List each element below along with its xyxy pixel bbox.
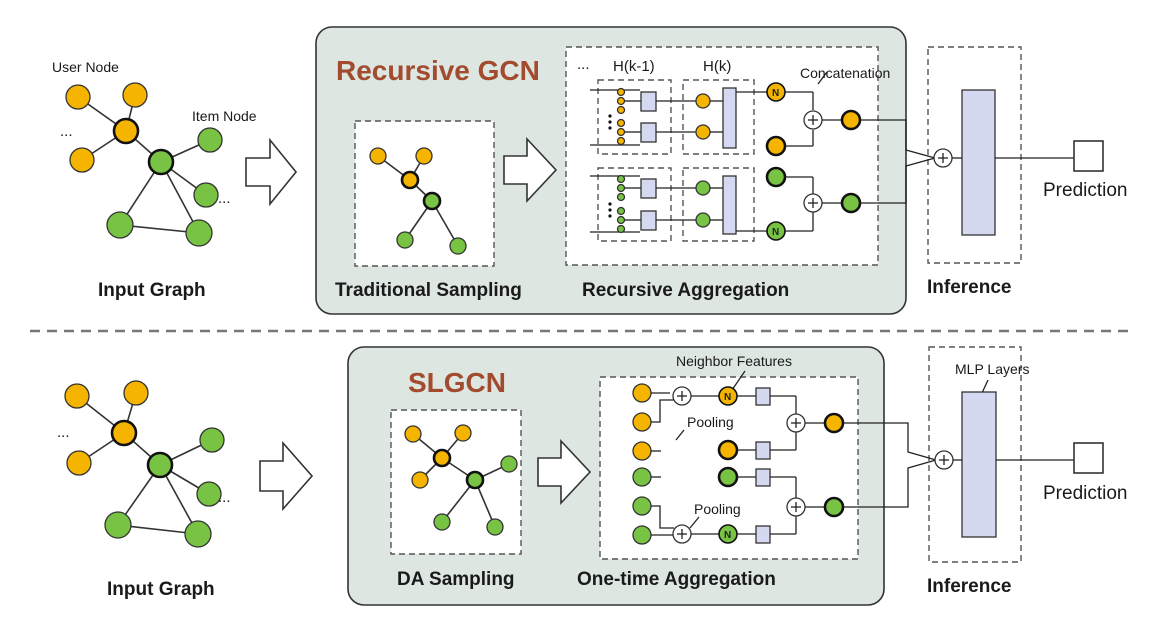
bottom-inference-box bbox=[928, 346, 1022, 563]
mlp-layer bbox=[961, 391, 997, 538]
slgcn-lower-path: N bbox=[632, 466, 845, 545]
user-node bbox=[69, 147, 95, 173]
bottom-input-graph bbox=[64, 380, 225, 548]
user-node bbox=[65, 84, 91, 110]
neighbor-features-label: Neighbor Features bbox=[676, 353, 792, 369]
user-node bbox=[122, 82, 148, 108]
mlp-layers-label: MLP Layers bbox=[955, 361, 1029, 377]
top-prediction-label: Prediction bbox=[1043, 180, 1128, 201]
one-time-aggregation-label: One-time Aggregation bbox=[577, 569, 776, 590]
svg-text:N: N bbox=[772, 227, 779, 238]
bottom-prediction-label: Prediction bbox=[1043, 483, 1128, 504]
ellipsis: ... bbox=[57, 424, 70, 441]
top-input-graph bbox=[65, 82, 223, 247]
slgcn-upper-path: N bbox=[632, 383, 845, 461]
pooling-label: Pooling bbox=[687, 414, 734, 430]
recursive-aggregation-label: Recursive Aggregation bbox=[582, 280, 789, 301]
flow-arrow bbox=[259, 440, 314, 512]
ellipsis: ... bbox=[218, 489, 231, 506]
item-node bbox=[106, 211, 134, 239]
pooling-label: Pooling bbox=[694, 501, 741, 517]
ellipsis: ... bbox=[577, 56, 590, 73]
top-input-graph-label: Input Graph bbox=[98, 280, 206, 301]
h-prev-label: H(k-1) bbox=[613, 58, 655, 75]
svg-text:N: N bbox=[724, 530, 731, 541]
svg-text:N: N bbox=[772, 88, 779, 99]
lower-aggregation-block: N bbox=[590, 166, 862, 242]
target-item-node bbox=[147, 148, 175, 176]
slgcn-title: SLGCN bbox=[408, 367, 506, 398]
h-k-label: H(k) bbox=[703, 58, 731, 75]
bottom-input-graph-label: Input Graph bbox=[107, 579, 215, 600]
concatenation-label: Concatenation bbox=[800, 65, 890, 81]
ellipsis: ... bbox=[60, 123, 73, 140]
traditional-sampling-label: Traditional Sampling bbox=[335, 280, 522, 301]
flow-arrow bbox=[503, 136, 558, 204]
ellipsis: ... bbox=[218, 190, 231, 207]
target-user-node bbox=[112, 117, 140, 145]
flow-arrow bbox=[245, 137, 298, 207]
bottom-inference-label: Inference bbox=[927, 576, 1011, 597]
top-inference-box bbox=[927, 46, 1022, 264]
user-node-label: User Node bbox=[52, 59, 119, 75]
prediction-output bbox=[1073, 442, 1104, 474]
da-sampled-subgraph bbox=[404, 424, 518, 536]
svg-text:N: N bbox=[724, 392, 731, 403]
prediction-output bbox=[1073, 140, 1104, 172]
flow-arrow bbox=[537, 438, 592, 506]
top-inference-label: Inference bbox=[927, 277, 1011, 298]
item-node-label: Item Node bbox=[192, 108, 257, 124]
da-sampling-label: DA Sampling bbox=[397, 569, 515, 590]
item-node bbox=[185, 219, 213, 247]
recursive-gcn-title: Recursive GCN bbox=[336, 55, 540, 86]
item-node bbox=[193, 182, 219, 208]
item-node bbox=[197, 127, 223, 153]
sampled-subgraph bbox=[369, 147, 467, 255]
upper-aggregation-block: N bbox=[590, 71, 862, 157]
inference-layer bbox=[961, 89, 996, 236]
